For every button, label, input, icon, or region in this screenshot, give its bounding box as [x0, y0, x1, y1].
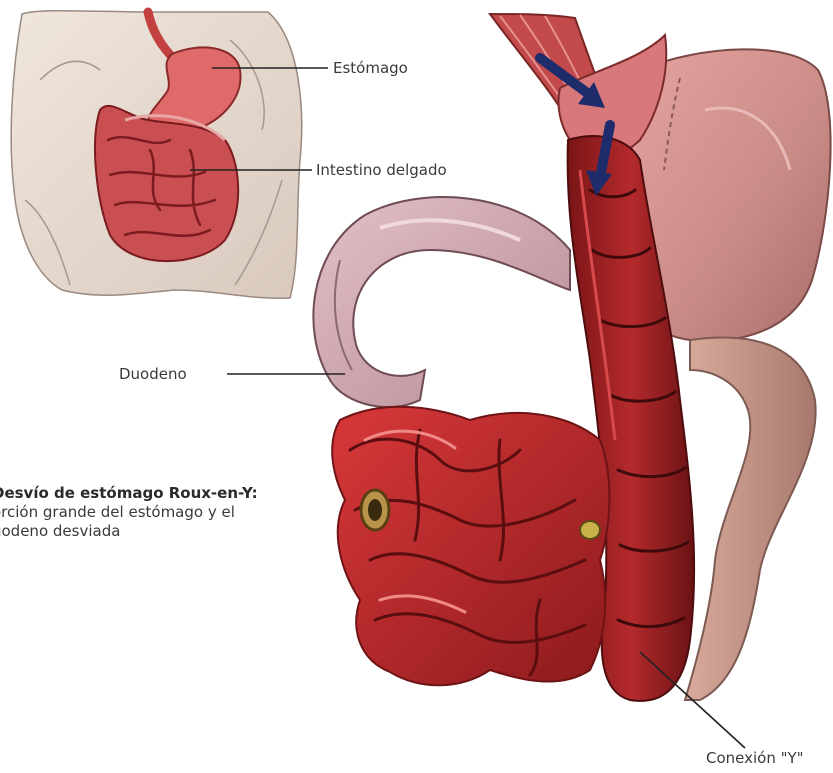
- label-duodenum: Duodeno: [119, 365, 187, 383]
- inset-torso: [11, 11, 301, 299]
- caption-title: Desvío de estómago Roux-en-Y:: [0, 484, 292, 503]
- label-small-intestine: Intestino delgado: [316, 161, 447, 179]
- procedure-caption: Desvío de estómago Roux-en-Y: orción gra…: [0, 484, 292, 541]
- caption-body: orción grande del estómago y el uodeno d…: [0, 503, 292, 541]
- main-anatomy: [313, 14, 830, 701]
- label-stomach: Estómago: [333, 59, 408, 77]
- label-y-connection: Conexión "Y": [706, 749, 804, 767]
